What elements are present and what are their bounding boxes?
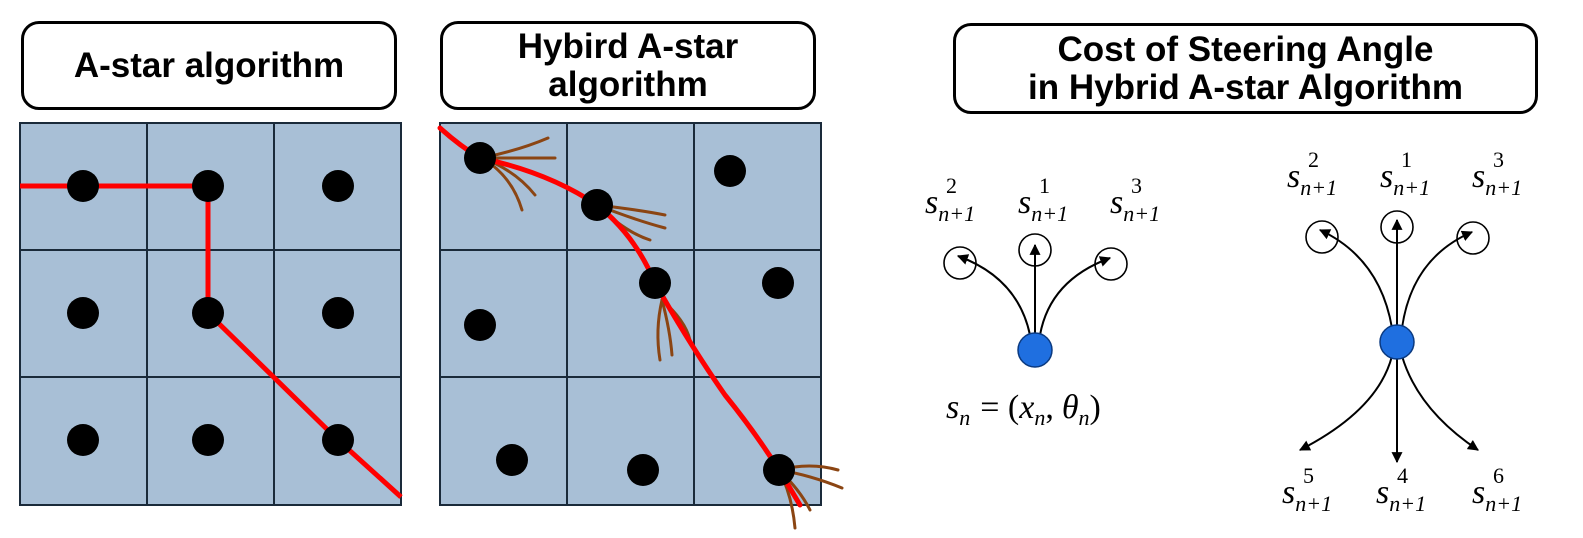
transition-arrow	[1319, 229, 1393, 329]
label-s1-forward: sn+1	[1018, 184, 1068, 226]
label-s2-forward-sup: 2	[946, 173, 957, 198]
astar-node	[192, 424, 224, 456]
bidirectional-transition-arrows	[1299, 218, 1479, 464]
steering-diagram-bidirectional: sn+1 2 sn+1 1 sn+1 3 sn+1 5 sn+1 4 sn+1 …	[1282, 147, 1522, 516]
label-s2-forward: sn+1	[925, 184, 975, 226]
label-s1-bidirectional: sn+1	[1380, 158, 1430, 200]
current-state-node	[1379, 324, 1415, 360]
hybrid-node	[762, 267, 794, 299]
hybrid-node	[714, 155, 746, 187]
hybrid-node	[581, 189, 613, 221]
label-s2-bidirectional-sup: 2	[1308, 147, 1319, 172]
hybrid-node	[627, 454, 659, 486]
motion-primitive	[660, 298, 674, 357]
label-s6-bidirectional: sn+1	[1472, 474, 1522, 516]
astar-node	[67, 170, 99, 202]
astar-node	[322, 297, 354, 329]
label-s3-forward: sn+1	[1110, 184, 1160, 226]
astar-node	[322, 424, 354, 456]
label-s1-forward-sup: 1	[1039, 173, 1050, 198]
transition-arrow	[1401, 355, 1479, 451]
transition-arrow	[1299, 355, 1393, 451]
hybrid-node	[496, 444, 528, 476]
label-s4-bidirectional: sn+1	[1376, 474, 1426, 516]
motion-primitive	[656, 298, 664, 362]
hybrid-title-box: Hybird A-star algorithm	[440, 21, 816, 110]
astar-node	[67, 297, 99, 329]
label-s6-bidirectional-sup: 6	[1493, 463, 1504, 488]
label-s3-forward-sup: 3	[1131, 173, 1142, 198]
hybrid-grid	[439, 122, 822, 506]
label-s2-bidirectional: sn+1	[1287, 158, 1337, 200]
transition-arrow	[1039, 256, 1112, 336]
label-s5-bidirectional: sn+1	[1282, 474, 1332, 516]
steering-title-line1: Cost of Steering Angle	[1057, 29, 1434, 69]
transition-arrow	[956, 254, 1031, 336]
transition-arrow	[1401, 230, 1474, 329]
self-loop	[1456, 221, 1490, 255]
forward-transition-arrows	[956, 243, 1112, 336]
astar-node	[192, 297, 224, 329]
hybrid-nodes	[464, 142, 795, 486]
hybrid-node	[464, 142, 496, 174]
state-definition: sn= (xn,θn)	[946, 389, 1101, 430]
hybrid-title-line1: Hybird A-star	[517, 26, 739, 66]
astar-title: A-star algorithm	[73, 45, 345, 85]
hybrid-node	[464, 309, 496, 341]
label-s1-bidirectional-sup: 1	[1401, 147, 1412, 172]
astar-node	[192, 170, 224, 202]
hybrid-title-line2: algorithm	[548, 64, 708, 104]
astar-nodes	[67, 170, 354, 456]
astar-node	[322, 170, 354, 202]
hybrid-node	[639, 267, 671, 299]
steering-title-line2: in Hybrid A-star Algorithm	[1028, 67, 1463, 107]
self-loop	[1094, 247, 1128, 281]
astar-node	[67, 424, 99, 456]
steering-title-box: Cost of Steering Angle in Hybrid A-star …	[953, 23, 1538, 114]
current-state-node	[1017, 332, 1053, 368]
label-s3-bidirectional-sup: 3	[1493, 147, 1504, 172]
hybrid-node	[763, 454, 795, 486]
label-s5-bidirectional-sup: 5	[1303, 463, 1314, 488]
astar-title-box: A-star algorithm	[21, 21, 397, 110]
steering-diagram-forward: sn+1 2 sn+1 1 sn+1 3 sn= (xn,θn)	[925, 173, 1160, 430]
self-loop	[1305, 220, 1339, 254]
label-s4-bidirectional-sup: 4	[1397, 463, 1408, 488]
label-s3-bidirectional: sn+1	[1472, 158, 1522, 200]
self-loop	[943, 246, 977, 280]
